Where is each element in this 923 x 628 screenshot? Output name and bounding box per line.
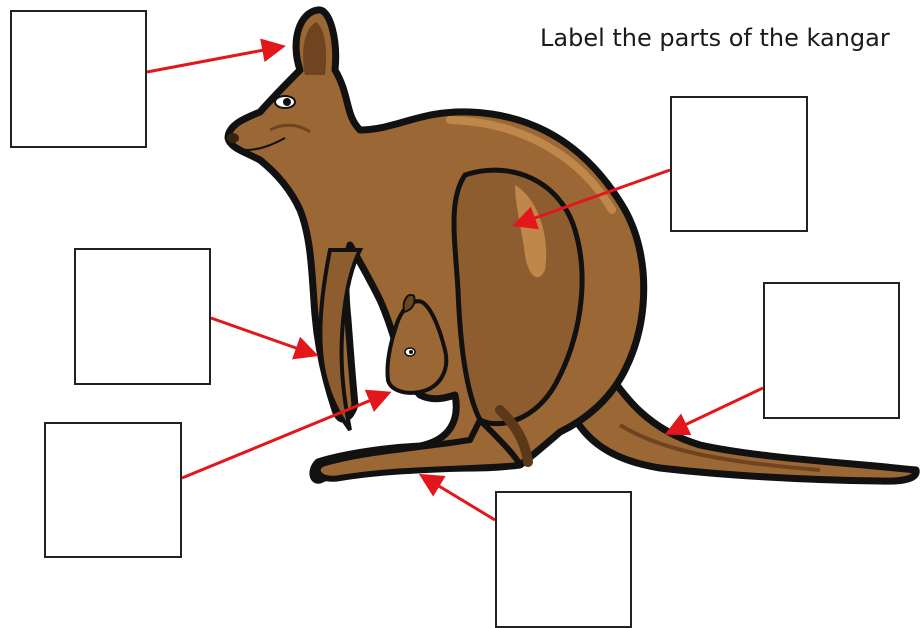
label-box-foot[interactable] bbox=[495, 491, 632, 628]
label-box-pouch[interactable] bbox=[670, 96, 808, 232]
worksheet-instruction: Label the parts of the kangar bbox=[540, 24, 890, 52]
arrow-ear bbox=[147, 47, 280, 72]
label-box-arm[interactable] bbox=[74, 248, 211, 385]
kangaroo-nose bbox=[227, 133, 239, 143]
arrow-tail bbox=[670, 388, 763, 432]
arrow-arm bbox=[211, 318, 313, 354]
label-box-ear[interactable] bbox=[10, 10, 147, 148]
label-box-tail[interactable] bbox=[763, 282, 900, 419]
arrow-foot bbox=[424, 477, 495, 520]
kangaroo-body bbox=[228, 10, 644, 480]
label-box-joey[interactable] bbox=[44, 422, 182, 558]
